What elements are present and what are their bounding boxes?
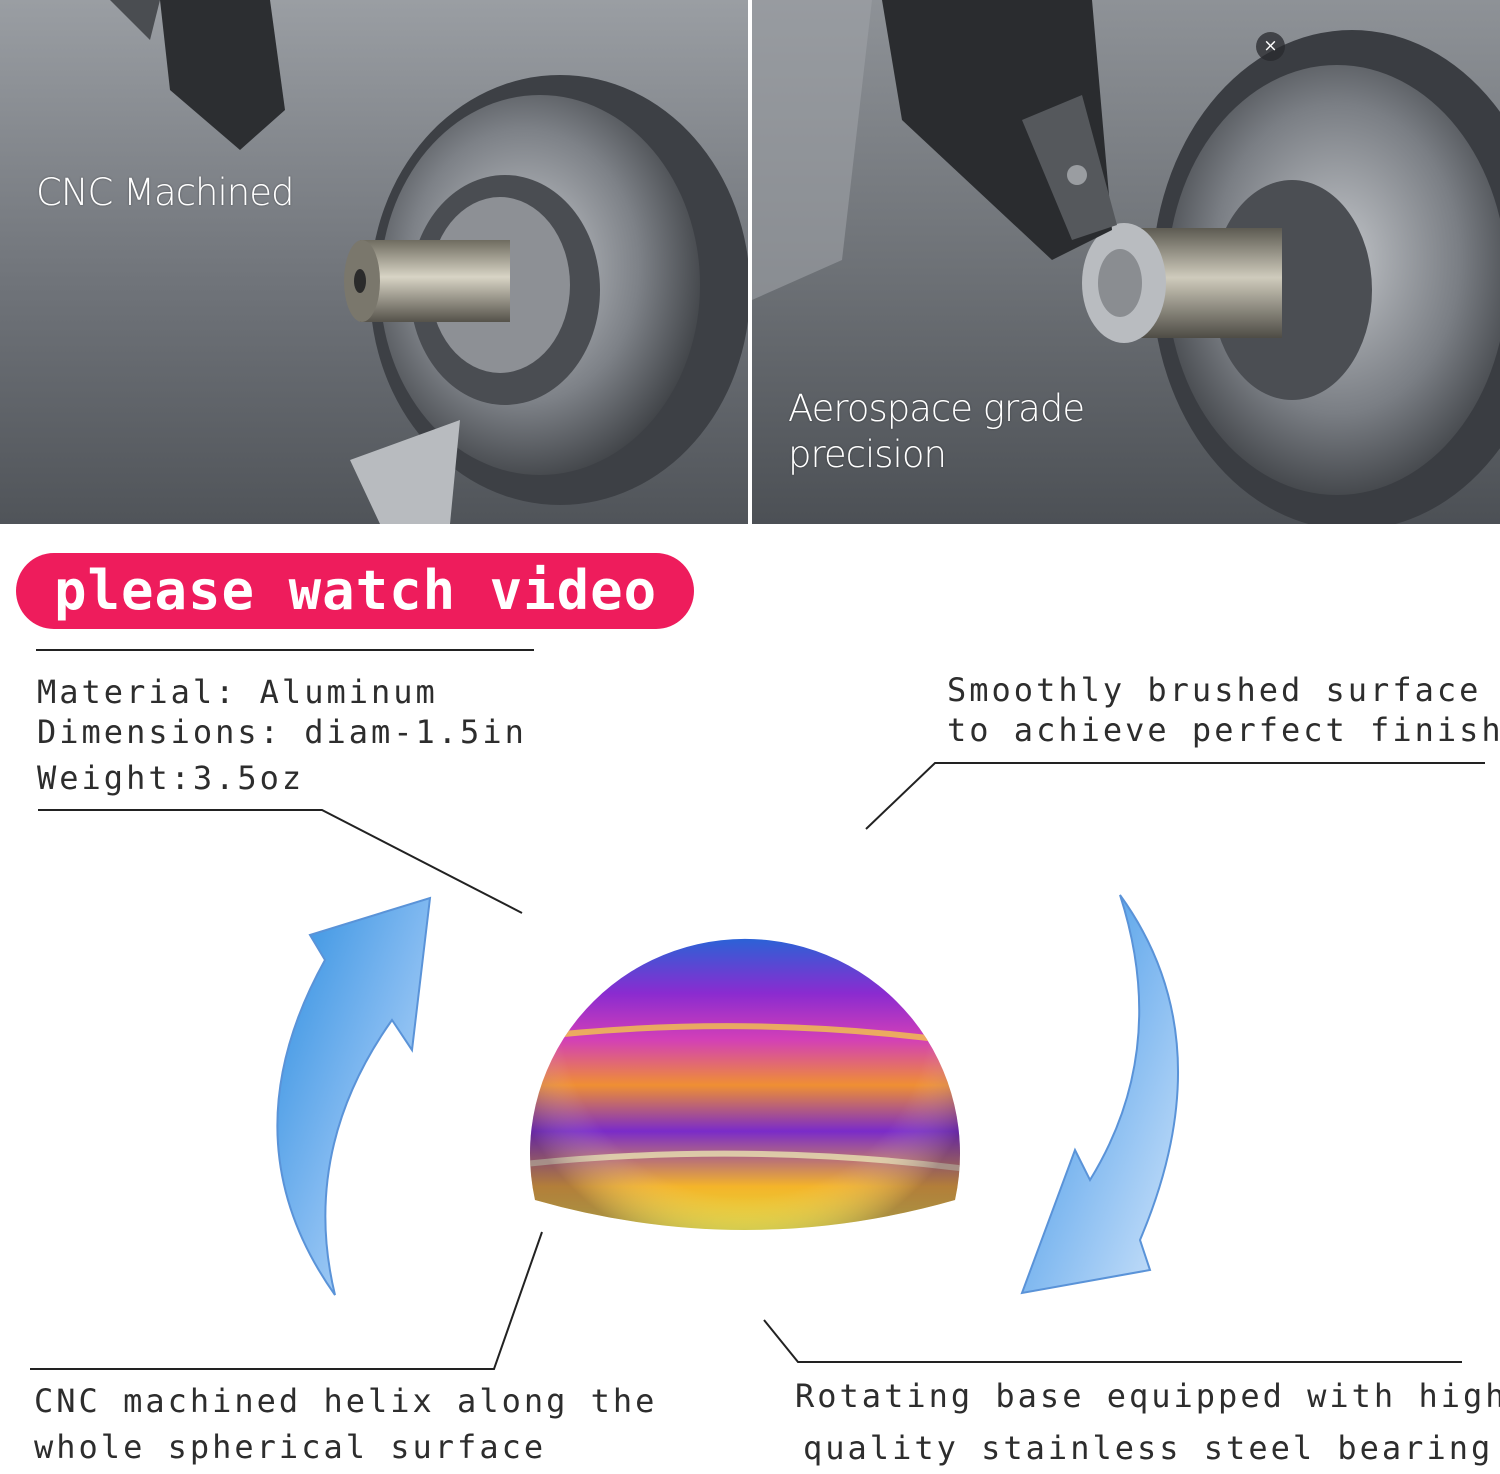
cnc-machined-photo: CNC Machined (0, 0, 748, 524)
helix-callout-line2: whole spherical surface (34, 1428, 547, 1466)
curved-arrow-down-icon (1020, 894, 1180, 1295)
rainbow-sphere (530, 938, 960, 1230)
spec-dimensions: Dimensions: diam-1.5in (37, 713, 527, 751)
aerospace-precision-photo: Aerospace grade precision (752, 0, 1500, 524)
helix-leader-line (30, 1231, 543, 1370)
spec-material: Material: Aluminum (37, 673, 438, 711)
cnc-machined-caption: CNC Machined (36, 171, 294, 214)
spec-weight: Weight:3.5oz (37, 759, 305, 797)
base-callout-line2: quality stainless steel bearing (803, 1429, 1494, 1467)
cutting-tool-illustration (752, 0, 1500, 524)
surface-callout-line1: Smoothly brushed surface (947, 671, 1482, 709)
please-watch-video-banner: please watch video (16, 553, 694, 629)
aerospace-caption: Aerospace grade precision (788, 386, 1085, 478)
surface-callout: Smoothly brushed surface to achieve perf… (947, 670, 1500, 750)
helix-callout: CNC machined helix along the whole spher… (34, 1378, 657, 1470)
aerospace-caption-line1: Aerospace grade (788, 387, 1085, 430)
close-icon[interactable]: × (1256, 32, 1285, 61)
specs-block: Material: Aluminum Dimensions: diam-1.5i… (37, 672, 527, 798)
base-callout-line1: Rotating base equipped with high (795, 1377, 1500, 1415)
base-callout: Rotating base equipped with high quality… (795, 1370, 1500, 1474)
specs-leader-line (38, 809, 523, 914)
aerospace-caption-line2: precision (788, 433, 947, 476)
curved-arrow-up-icon (276, 896, 432, 1296)
surface-leader-line (865, 762, 1485, 830)
surface-callout-line2: to achieve perfect finish (947, 711, 1500, 749)
helix-callout-line1: CNC machined helix along the (34, 1382, 658, 1420)
lathe-illustration (110, 0, 748, 524)
base-leader-line (763, 1319, 1462, 1363)
